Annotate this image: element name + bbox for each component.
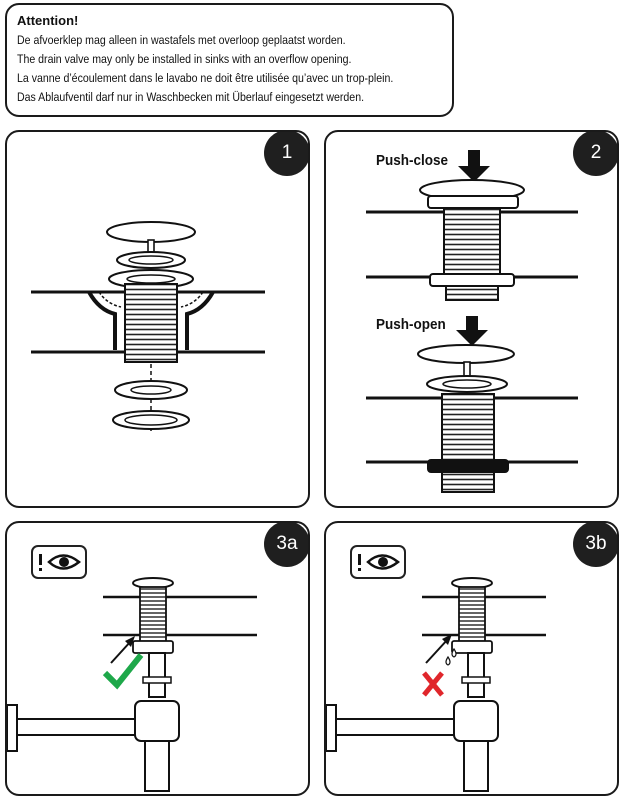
water-drop-icon [445, 655, 451, 666]
attention-notice: Attention! De afvoerklep mag alleen in w… [5, 3, 454, 117]
check-icon [102, 653, 144, 690]
step-badge-1: 1 [264, 132, 308, 176]
notice-line-nl: De afvoerklep mag alleen in wastafels me… [17, 33, 346, 47]
siphon-with-overflow-diagram [7, 577, 257, 792]
eye-attention-icon [350, 545, 406, 579]
eye-attention-icon [31, 545, 87, 579]
notice-line-en: The drain valve may only be installed in… [17, 52, 352, 66]
step-badge-2: 2 [573, 132, 617, 176]
push-mechanism-diagram [366, 150, 578, 493]
step-2-panel: 2 Push-close Push-open [324, 130, 619, 508]
step-badge-3a: 3a [264, 523, 308, 567]
step-badge-3b: 3b [573, 523, 617, 567]
step-3a-panel: 3a [5, 521, 310, 796]
notice-title: Attention! [17, 13, 79, 28]
notice-line-fr: La vanne d’écoulement dans le lavabo ne … [17, 71, 394, 85]
push-open-label: Push-open [376, 316, 446, 333]
cross-icon [422, 671, 444, 697]
step-3b-panel: 3b [324, 521, 619, 796]
push-down-arrow-icon [456, 316, 488, 346]
exploded-drain-diagram [31, 221, 265, 432]
notice-line-de: Das Ablaufventil darf nur in Waschbecken… [17, 90, 365, 104]
push-close-label: Push-close [376, 152, 449, 169]
water-drop-icon [451, 647, 457, 658]
siphon-without-overflow-diagram [326, 577, 546, 792]
step-1-panel: 1 [5, 130, 310, 508]
push-down-arrow-icon [458, 150, 490, 182]
